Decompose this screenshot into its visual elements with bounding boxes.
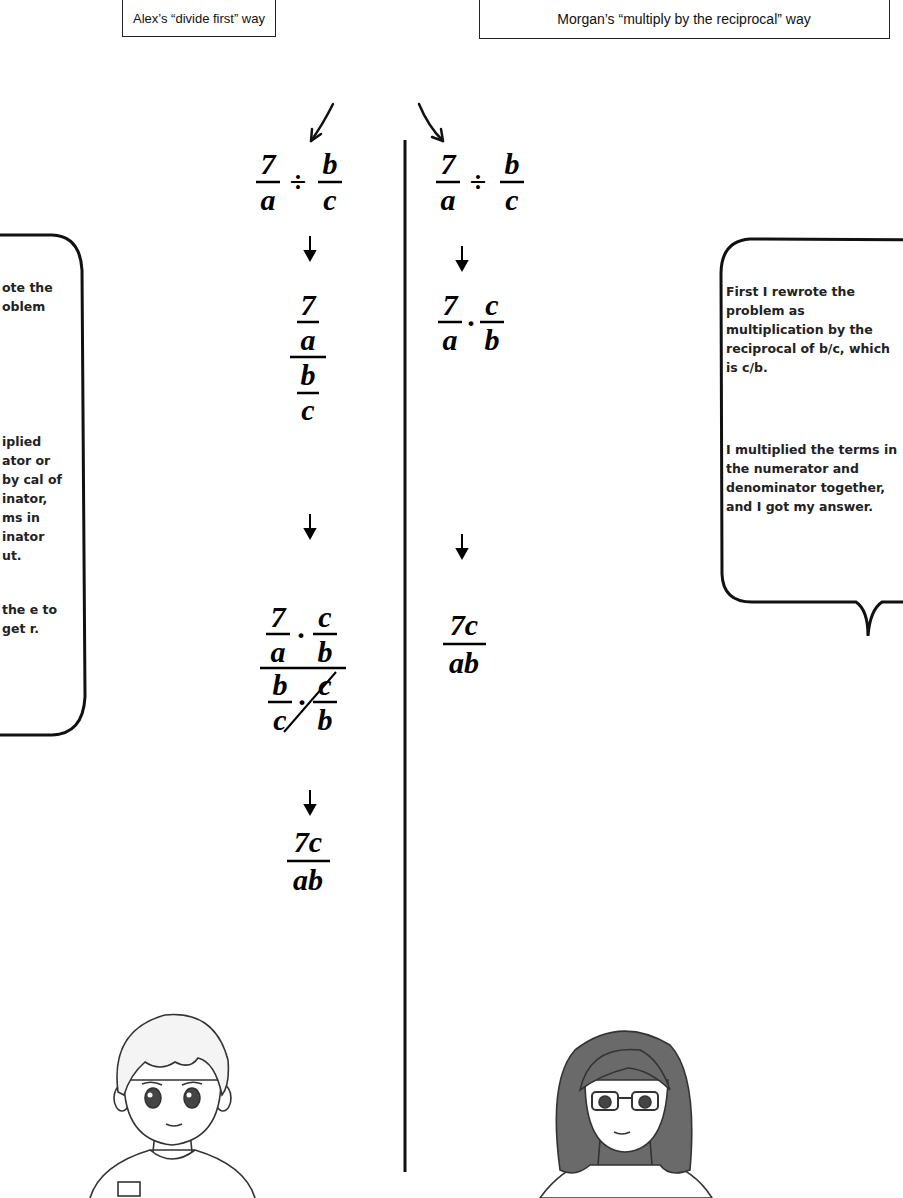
- math-symbol: ·: [466, 308, 476, 338]
- math-symbol: c: [505, 185, 518, 215]
- bubble-text: iplied ator or by cal of inator, ms in i…: [2, 432, 64, 565]
- math-symbol: ·: [297, 687, 307, 717]
- math-symbol: 7: [443, 290, 458, 320]
- speech-bubble: ote the oblem iplied ator or by cal of in…: [0, 232, 86, 737]
- math-symbol: c: [485, 290, 498, 320]
- math-symbol: a: [443, 325, 458, 355]
- math-symbol: b: [485, 325, 500, 355]
- math-symbol: c: [273, 705, 286, 735]
- header-box: Alex’s “divide first” way: [122, 0, 276, 37]
- step-arrows: [305, 236, 467, 814]
- math-symbol: a: [301, 325, 316, 355]
- bubble-border: [721, 239, 903, 636]
- math-symbol: ÷: [290, 167, 306, 197]
- math-symbol: 7c: [294, 827, 322, 857]
- math-symbol: b: [273, 670, 288, 700]
- girl-figure: [540, 1031, 712, 1198]
- math-symbol: c: [318, 602, 331, 632]
- header-text: Morgan’s “multiply by the reciprocal” wa…: [557, 11, 810, 27]
- math-symbol: 7: [301, 290, 316, 320]
- math-symbol: 7c: [450, 610, 478, 640]
- bubble-text: First I rewrote the problem as multiplic…: [726, 282, 898, 377]
- math-symbol: 7: [261, 149, 276, 179]
- math-symbol: ÷: [470, 167, 486, 197]
- math-symbol: ·: [296, 620, 306, 650]
- boy-figure: [90, 1015, 255, 1198]
- math-symbol: c: [323, 185, 336, 215]
- math-symbol: ab: [293, 865, 323, 895]
- math-symbol: b: [318, 637, 333, 667]
- fraction-bars: [256, 182, 524, 861]
- math-symbol: b: [301, 360, 316, 390]
- math-symbol: b: [318, 705, 333, 735]
- math-symbol: b: [323, 149, 338, 179]
- speech-bubble: First I rewrote the problem as multiplic…: [718, 236, 903, 638]
- header-box: Morgan’s “multiply by the reciprocal” wa…: [479, 0, 890, 39]
- pointer-arrows: [311, 104, 443, 141]
- math-symbol: 7: [271, 602, 286, 632]
- math-symbol: a: [271, 637, 286, 667]
- header-text: Alex’s “divide first” way: [133, 11, 265, 26]
- math-symbol: ab: [449, 648, 479, 678]
- math-symbol: c: [318, 670, 331, 700]
- bubble-text: ote the oblem: [2, 278, 64, 316]
- bubble-text: I multiplied the terms in the numerator …: [726, 440, 898, 516]
- math-symbol: b: [505, 149, 520, 179]
- math-symbol: a: [261, 185, 276, 215]
- bubble-border: [0, 235, 85, 735]
- bubble-text: the e to get r.: [2, 600, 64, 638]
- math-symbol: a: [441, 185, 456, 215]
- math-symbol: c: [301, 395, 314, 425]
- math-symbol: 7: [441, 149, 456, 179]
- divider-line: [404, 140, 407, 1172]
